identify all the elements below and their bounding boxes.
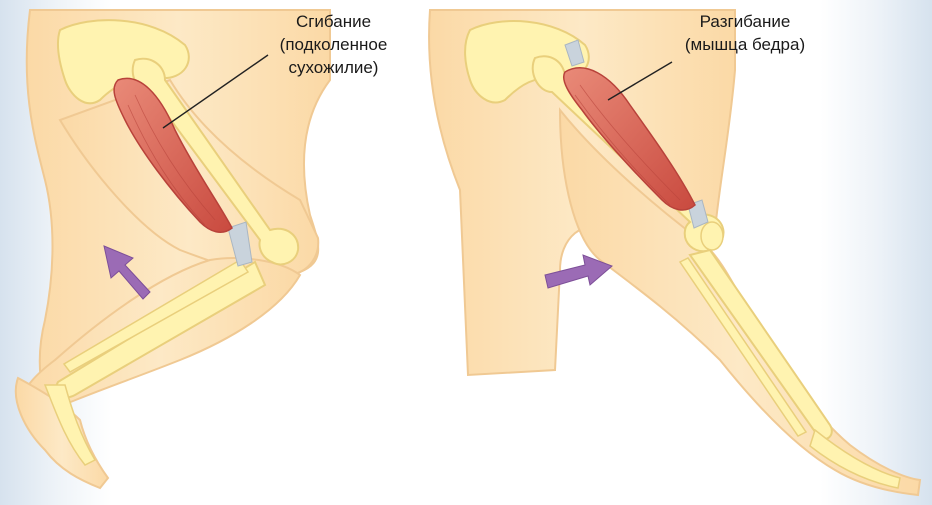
extension-label: Разгибание (мышца бедра) xyxy=(645,10,845,56)
extension-figure xyxy=(429,10,920,495)
flexion-label: Сгибание (подколенное сухожилие) xyxy=(246,10,421,79)
extension-patella-bone xyxy=(701,222,723,250)
extension-fibula-bone xyxy=(680,258,806,436)
flexion-figure xyxy=(16,10,330,488)
